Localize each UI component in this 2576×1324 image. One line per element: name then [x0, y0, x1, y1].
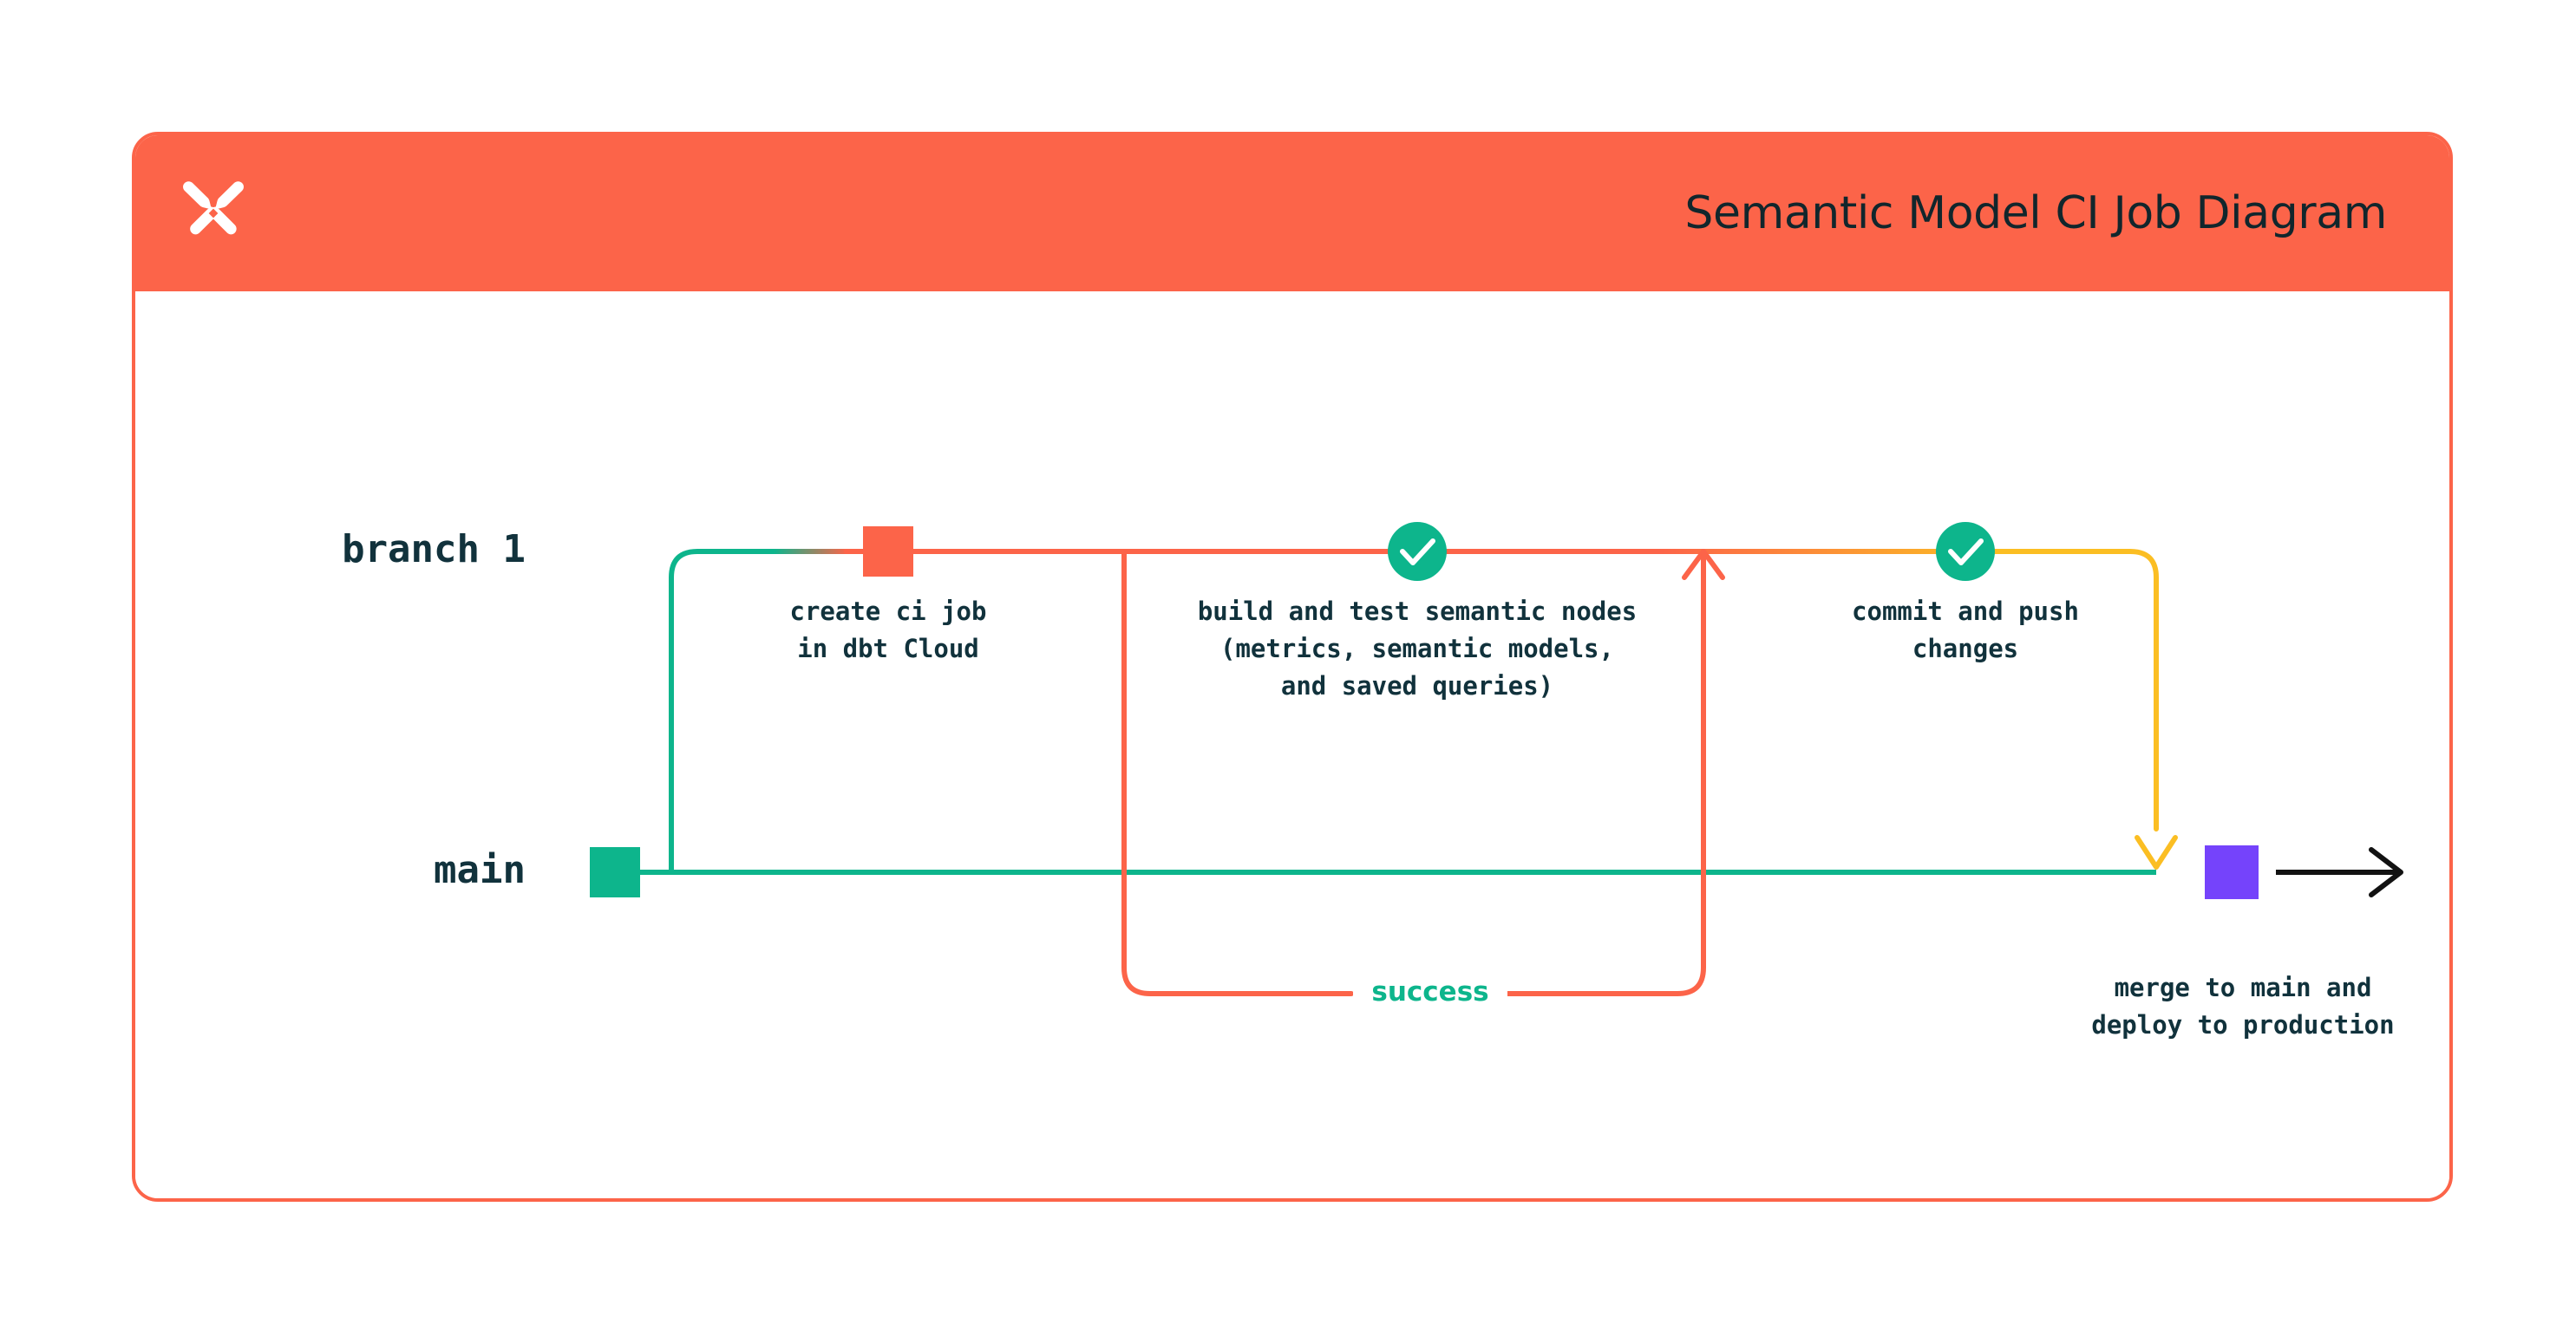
diagram-card: Semantic Model CI Job Diagram	[132, 132, 2453, 1202]
node-build-and-test[interactable]	[1388, 522, 1447, 581]
success-loop-edge	[1121, 549, 1725, 996]
node-commit-and-push[interactable]	[1936, 522, 1995, 581]
caption-commit-and-push: commit and push changes	[1852, 597, 2079, 663]
lane-label-branch1: branch 1	[342, 527, 526, 571]
card-body: branch 1 main create ci job in dbt Cloud…	[135, 291, 2449, 1198]
check-icon	[1400, 538, 1435, 565]
check-icon	[1948, 538, 1984, 565]
caption-create-ci-job: create ci job in dbt Cloud	[789, 597, 987, 663]
branch-flow-diagram: branch 1 main create ci job in dbt Cloud…	[135, 291, 2449, 1198]
node-create-ci-job[interactable]	[863, 526, 913, 577]
page-title: Semantic Model CI Job Diagram	[1684, 187, 2387, 239]
lane-label-main: main	[434, 848, 526, 892]
main-continue-arrow	[2276, 847, 2403, 897]
diagram-canvas	[590, 522, 2403, 996]
branch1-lane-line	[844, 549, 2159, 832]
caption-build-and-test: build and test semantic nodes (metrics, …	[1197, 597, 1638, 701]
card-header: Semantic Model CI Job Diagram	[135, 135, 2449, 291]
merge-down-arrow	[2135, 835, 2178, 870]
node-main-start[interactable]	[590, 847, 640, 897]
edge-label-success: success	[1353, 976, 1507, 1008]
node-merge-to-main[interactable]	[2205, 845, 2259, 899]
branch-off-edge	[669, 549, 919, 875]
dbt-logo-icon	[183, 181, 244, 235]
caption-merge-to-main: merge to main and deploy to production	[2091, 973, 2395, 1040]
